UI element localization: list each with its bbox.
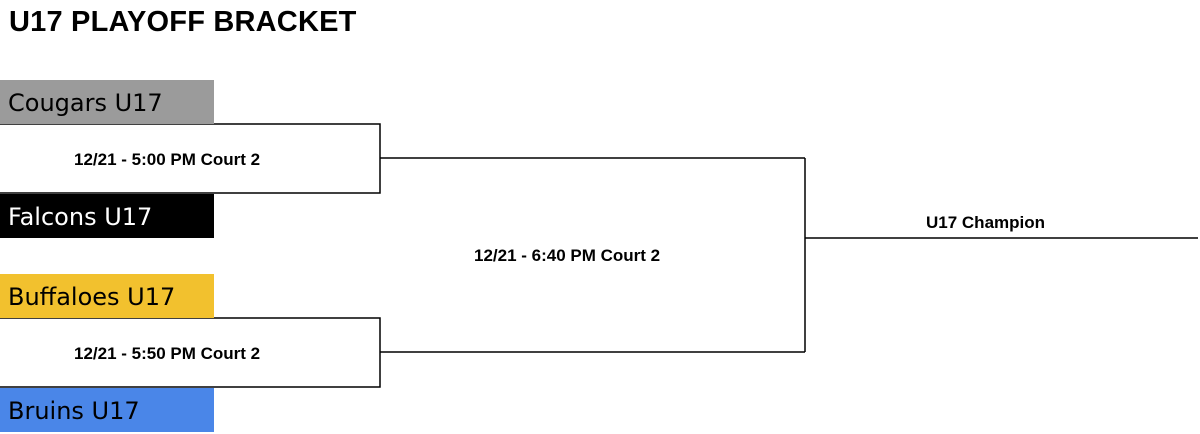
semi2-game-label: 12/21 - 5:50 PM Court 2 <box>74 344 261 363</box>
semi1-game-label: 12/21 - 5:00 PM Court 2 <box>74 150 261 169</box>
bracket-title: U17 PLAYOFF BRACKET <box>9 6 357 38</box>
team-cougars: Cougars U17 <box>0 80 214 124</box>
team-bruins: Bruins U17 <box>0 388 214 432</box>
team-buffaloes: Buffaloes U17 <box>0 274 214 318</box>
champion-label: U17 Champion <box>926 213 1046 232</box>
team-falcons: Falcons U17 <box>0 194 214 238</box>
final-game-label: 12/21 - 6:40 PM Court 2 <box>474 246 661 265</box>
